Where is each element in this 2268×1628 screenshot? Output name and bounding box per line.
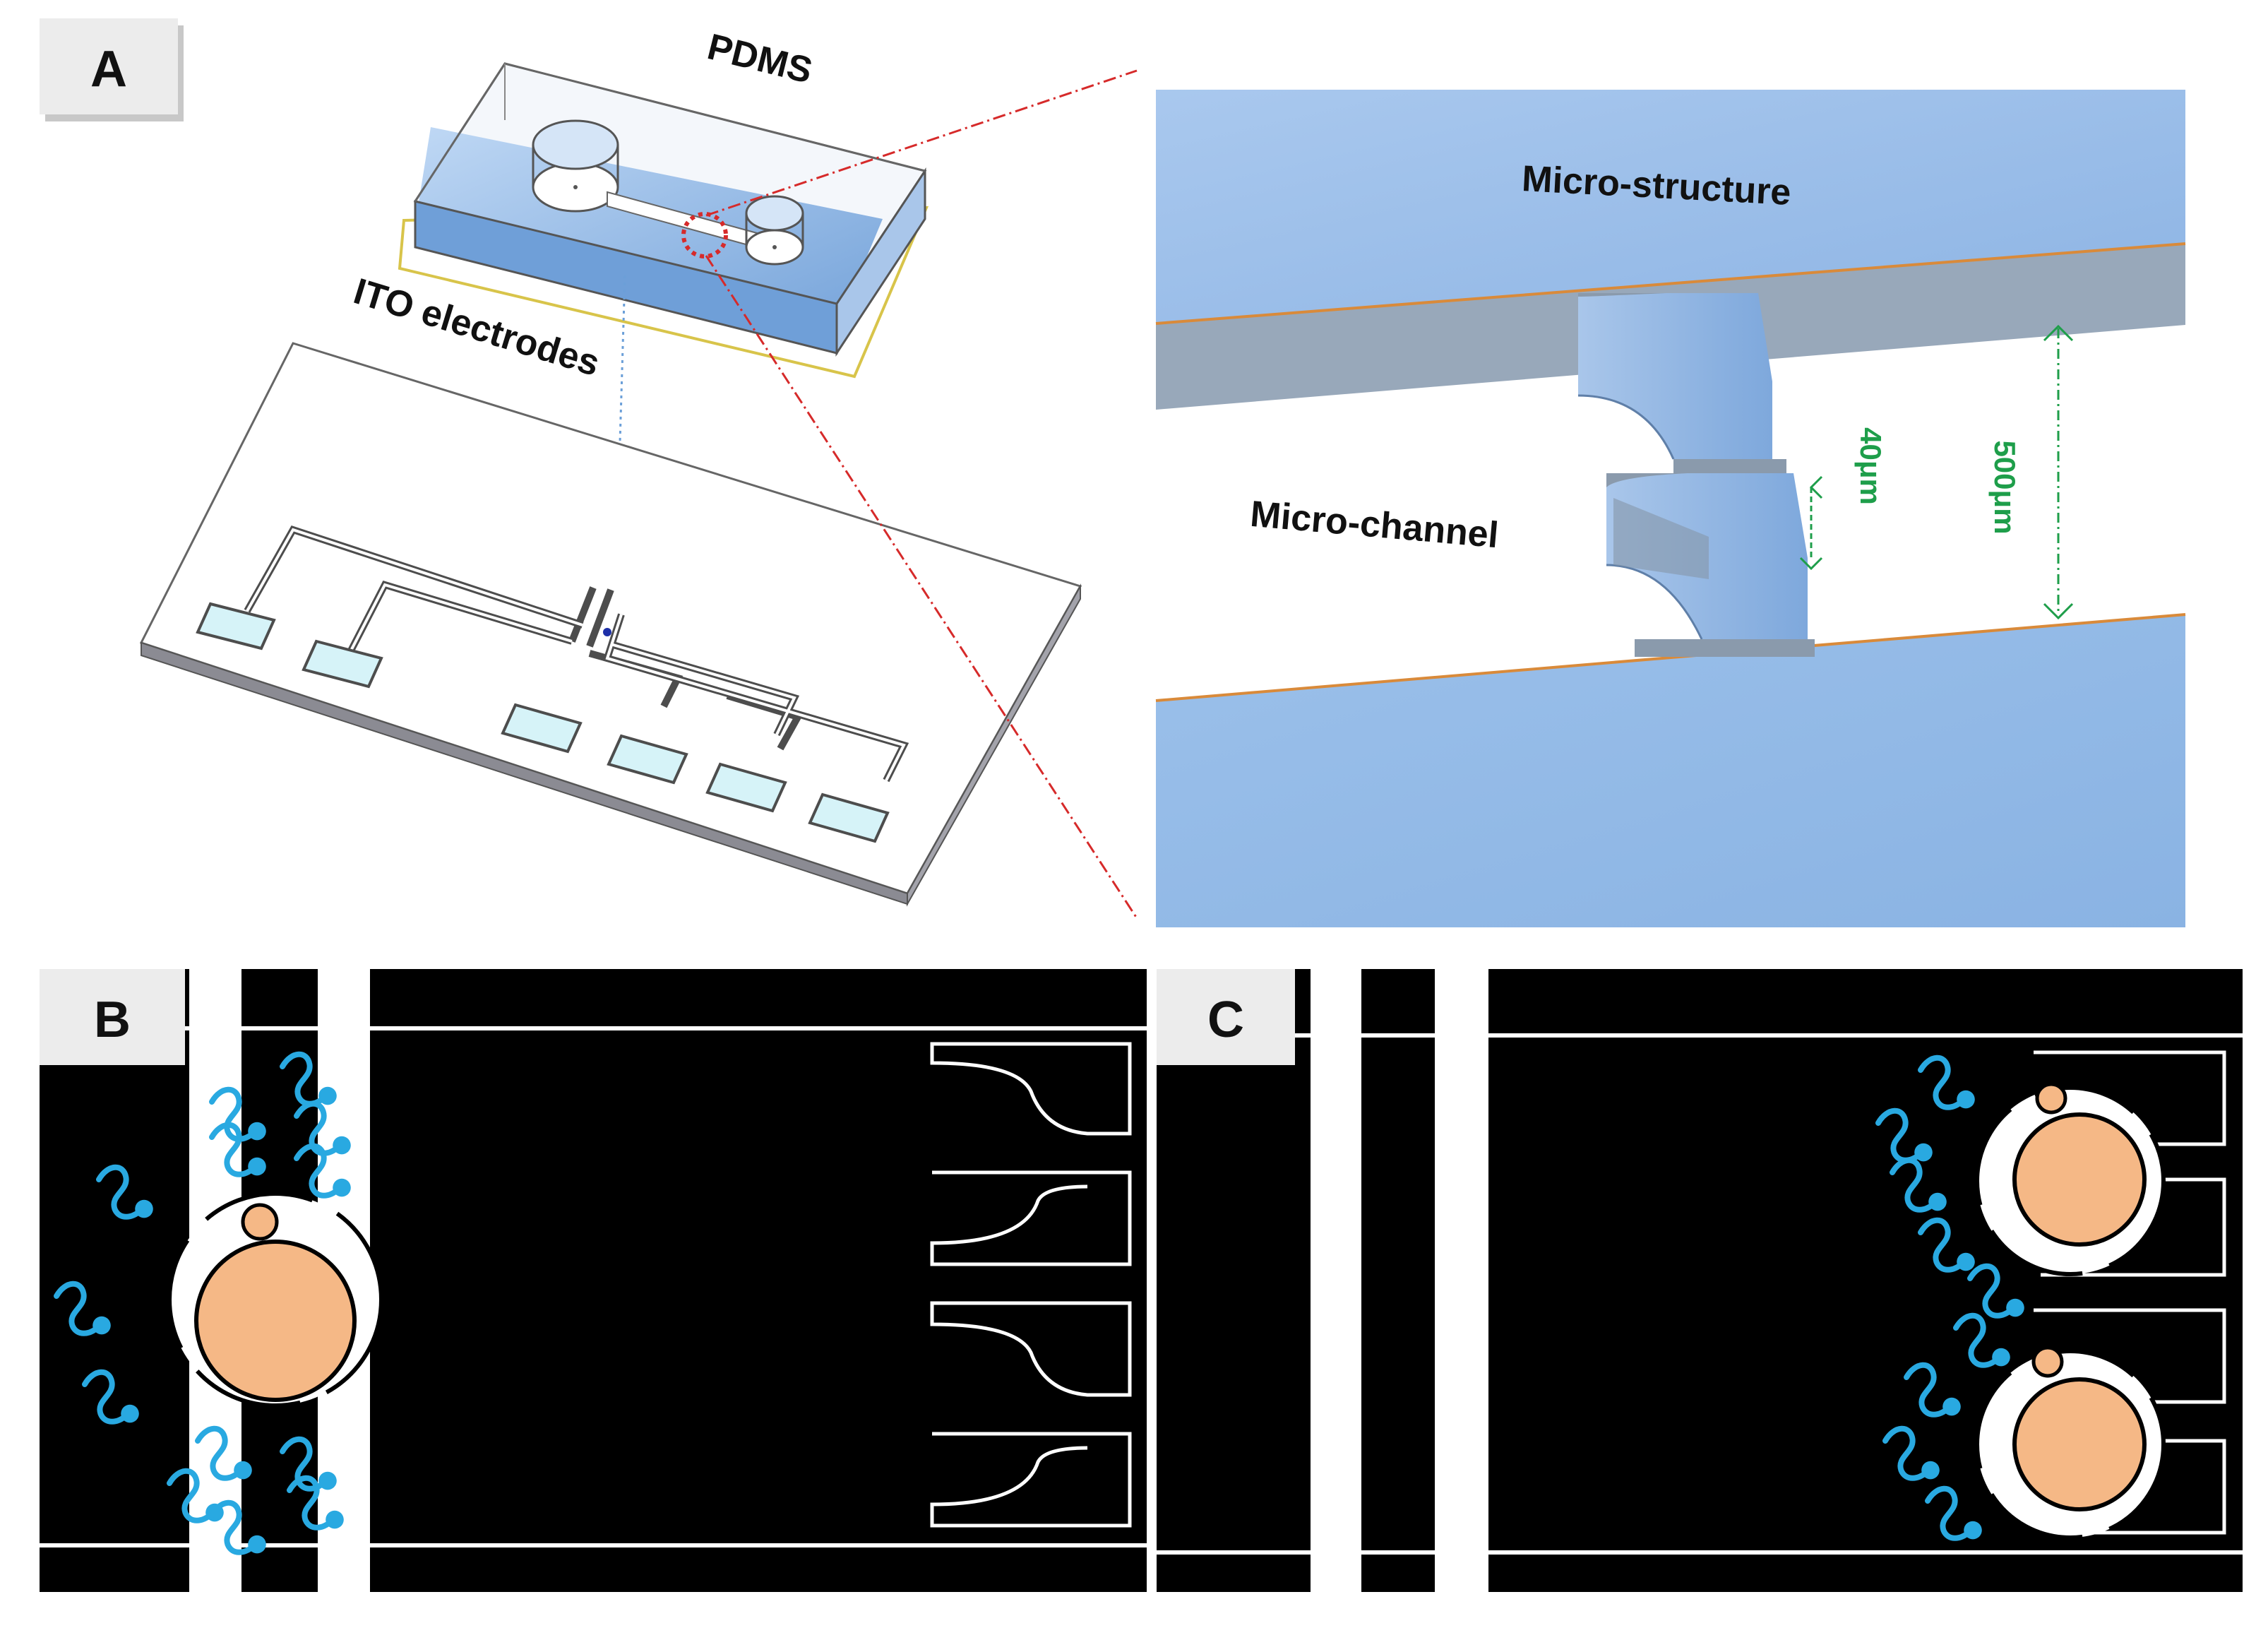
panel-a-label-box: A: [40, 18, 184, 121]
electrode-pad: [705, 762, 787, 813]
molecules-b: [53, 1051, 351, 1555]
micro-structure-block: [1613, 498, 1709, 579]
cell-b: [167, 1192, 383, 1408]
zoom-region-marker: [681, 212, 728, 259]
trap-outline: [930, 1042, 1132, 1136]
panel-c: C: [1157, 969, 2243, 1592]
cell-c-upper: [1975, 1082, 2166, 1276]
dimension-40um-label: 40μm: [1854, 427, 1887, 505]
molecule-icon: [279, 1436, 337, 1492]
trap-outline: [930, 1301, 1132, 1397]
dimension-500um: [2043, 324, 2074, 620]
molecule-icon: [53, 1281, 111, 1336]
dimension-500um-label: 500μm: [1988, 440, 2022, 534]
molecule-icon: [286, 1475, 344, 1531]
electrode-traces-inner: [246, 528, 906, 781]
electrode-pad: [302, 639, 383, 689]
outlet-reservoir: [745, 195, 804, 266]
cell-c-lower: [1975, 1345, 2166, 1540]
trap-outline: [930, 1432, 1132, 1528]
inlet-reservoir: [532, 119, 619, 213]
zoomed-view: 40μm 500μm Micro-structure Micro-channel: [1155, 90, 2186, 927]
molecule-icon: [95, 1164, 153, 1220]
panel-b-letter: B: [94, 992, 131, 1048]
trap-structures-b: [930, 1042, 1132, 1528]
electrode-pad: [196, 602, 276, 650]
molecules-c: [1875, 1054, 2024, 1541]
molecule-icon: [1924, 1485, 1982, 1541]
panel-b: B: [40, 969, 1147, 1592]
molecule-icon: [1903, 1362, 1961, 1418]
molecule-icon: [1966, 1263, 2024, 1319]
molecule-icon: [1917, 1054, 1975, 1110]
electrode-pad: [607, 734, 688, 785]
dimension-40um: [1799, 475, 1823, 571]
panel-c-letter: C: [1207, 992, 1244, 1048]
electrode-pad: [501, 703, 583, 754]
molecule-icon: [293, 1143, 351, 1199]
pdms-chip: [398, 62, 929, 379]
molecule-icon: [1882, 1425, 1940, 1481]
molecule-icon: [208, 1122, 266, 1177]
electrode-pad: [808, 792, 890, 843]
molecule-icon: [208, 1499, 266, 1555]
molecule-icon: [194, 1425, 252, 1481]
molecule-icon: [1917, 1217, 1975, 1273]
trap-outline: [930, 1170, 1132, 1266]
molecule-icon: [81, 1369, 139, 1425]
molecule-icon: [1952, 1312, 2010, 1368]
panel-a: A: [40, 18, 2186, 927]
pdms-label: PDMS: [703, 26, 816, 92]
micro-structure-block: [1577, 293, 1786, 473]
electrode-pads: [196, 602, 890, 843]
ito-substrate: [139, 342, 1082, 907]
molecule-icon: [1889, 1157, 1947, 1213]
panel-a-letter: A: [90, 41, 127, 97]
